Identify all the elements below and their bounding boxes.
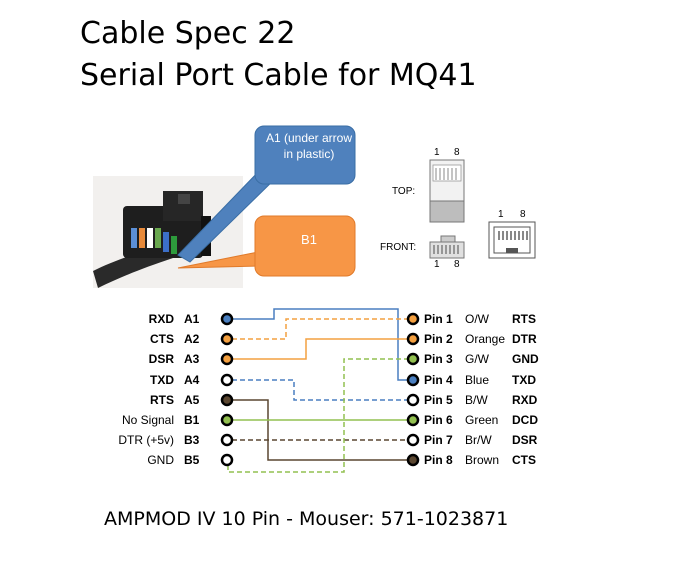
left-pin-label: A2	[184, 332, 200, 346]
plug-front-pin8-label: 8	[454, 259, 460, 270]
callout-b1	[177, 215, 356, 277]
right-pin-7	[406, 433, 420, 447]
right-pin-label: Pin 4	[424, 373, 453, 387]
right-signal-label: CTS	[512, 453, 536, 467]
right-wire-color-label: B/W	[465, 393, 488, 407]
callout-a1-text: A1 (under arrow in plastic)	[265, 131, 353, 161]
left-pin-circles	[220, 312, 234, 467]
left-pin-label: A3	[184, 352, 200, 366]
right-signal-label: DCD	[512, 413, 538, 427]
right-pin-label: Pin 5	[424, 393, 453, 407]
right-pin-label: Pin 2	[424, 332, 453, 346]
connector-part-footer: AMPMOD IV 10 Pin - Mouser: 571-1023871	[104, 508, 509, 530]
left-pin-b5	[220, 453, 234, 467]
left-signal-label: DSR	[148, 352, 174, 366]
left-signal-label: GND	[147, 453, 174, 467]
wires	[227, 308, 408, 473]
right-pin-6	[406, 413, 420, 427]
callout-b1-text: B1	[301, 232, 317, 247]
left-signal-label: RTS	[150, 393, 174, 407]
right-signal-label: DTR	[512, 332, 537, 346]
left-pin-label: B1	[184, 413, 200, 427]
plug-top-pin8-label: 8	[454, 147, 460, 158]
wire-a5-pin8	[232, 399, 408, 461]
title-line-2: Serial Port Cable for MQ41	[80, 58, 477, 93]
left-signal-label: No Signal	[121, 413, 174, 427]
left-pin-label: A4	[184, 373, 200, 387]
rj45-plug-top-view	[429, 159, 465, 223]
connector-drawing	[93, 191, 211, 288]
left-pin-label: A1	[184, 312, 200, 326]
wire-a2-pin1	[232, 318, 408, 340]
right-wire-color-label: Green	[465, 413, 499, 427]
left-signal-label: DTR (+5v)	[118, 433, 174, 447]
rj45-jack	[488, 221, 536, 259]
right-wire-color-label: Blue	[465, 373, 490, 387]
left-signal-label: TXD	[150, 373, 174, 387]
rj45-plug-front-view	[429, 235, 465, 259]
left-pin-b3	[220, 433, 234, 447]
right-wire-color-label: G/W	[465, 352, 489, 366]
wire-a1-pin4	[232, 308, 408, 381]
right-pin-circles	[406, 312, 420, 467]
right-signal-label: TXD	[512, 373, 536, 387]
title-line-1: Cable Spec 22	[80, 16, 296, 51]
left-pin-a2	[220, 332, 234, 346]
right-pin-label: Pin 6	[424, 413, 453, 427]
right-wire-color-label: Orange	[465, 332, 506, 346]
right-pin-label: Pin 3	[424, 352, 453, 366]
right-pin-1	[406, 312, 420, 326]
wire-a4-pin5	[232, 379, 408, 401]
right-pin-2	[406, 332, 420, 346]
wire-a3-pin2	[232, 338, 408, 360]
right-signal-label: GND	[512, 352, 539, 366]
plug-top-pin1-label: 1	[434, 147, 440, 158]
right-wire-color-label: Br/W	[465, 433, 492, 447]
right-wire-color-label: Brown	[465, 453, 500, 467]
left-pin-label: B5	[184, 453, 200, 467]
right-signal-label: RTS	[512, 312, 536, 326]
right-pin-8	[406, 453, 420, 467]
left-pin-a5	[220, 393, 234, 407]
right-pin-label: Pin 7	[424, 433, 453, 447]
left-pin-label: B3	[184, 433, 200, 447]
left-pin-a3	[220, 352, 234, 366]
left-pin-a1	[220, 312, 234, 326]
plug-top-label: TOP:	[392, 186, 416, 197]
left-pin-label: A5	[184, 393, 200, 407]
right-signal-label: DSR	[512, 433, 538, 447]
right-pin-5	[406, 393, 420, 407]
left-pin-b1	[220, 413, 234, 427]
left-signal-label: CTS	[150, 332, 174, 346]
right-pin-label: Pin 8	[424, 453, 453, 467]
plug-front-label: FRONT:	[380, 242, 417, 253]
right-pin-3	[406, 352, 420, 366]
left-pin-a4	[220, 373, 234, 387]
wire-b5-pin3	[227, 358, 408, 473]
right-signal-label: RXD	[512, 393, 538, 407]
left-signal-label: RXD	[148, 312, 174, 326]
right-pin-label: Pin 1	[424, 312, 453, 326]
plug-front-pin1-label: 1	[434, 259, 440, 270]
jack-pin8-label: 8	[520, 209, 526, 220]
callout-a1	[177, 125, 356, 263]
right-pin-4	[406, 373, 420, 387]
right-wire-color-label: O/W	[465, 312, 489, 326]
jack-pin1-label: 1	[498, 209, 504, 220]
